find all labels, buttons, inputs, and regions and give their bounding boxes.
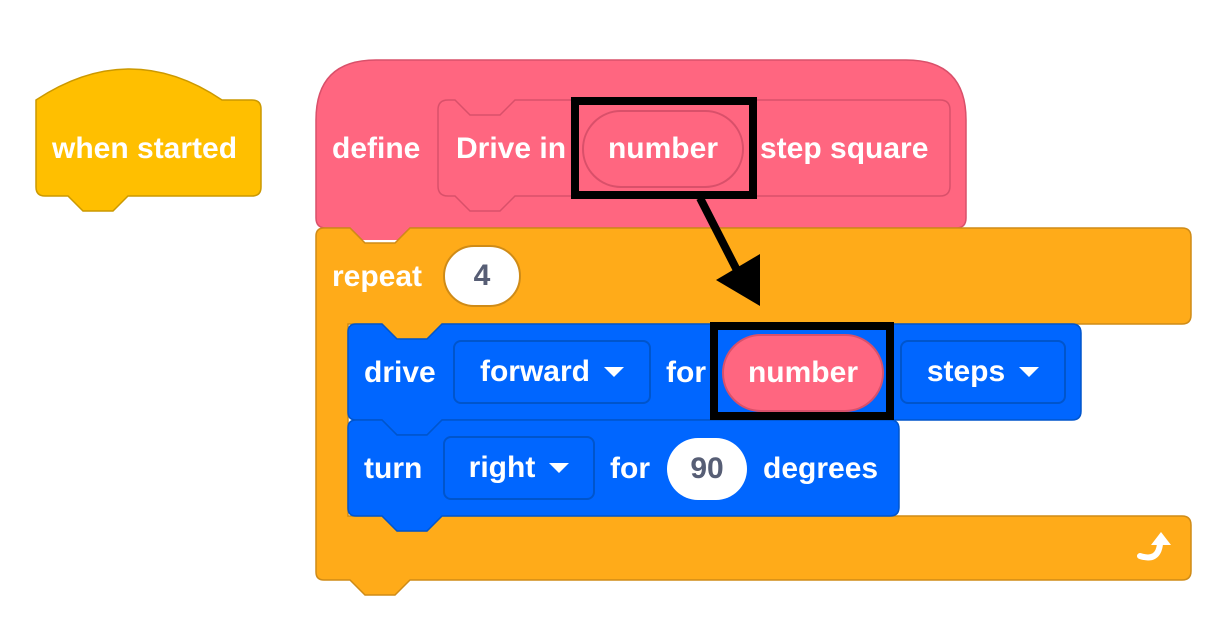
repeat-count-input[interactable]: 4 xyxy=(443,245,521,307)
turn-degrees-label: degrees xyxy=(763,452,879,485)
chevron-down-icon xyxy=(549,463,570,473)
highlight-box-define-param xyxy=(571,97,757,199)
chevron-down-icon xyxy=(1019,367,1040,377)
turn-degrees-input[interactable]: 90 xyxy=(667,438,747,500)
drive-unit-dropdown[interactable]: steps xyxy=(900,340,1066,404)
drive-direction-dropdown[interactable]: forward xyxy=(453,340,651,404)
turn-for-label: for xyxy=(610,452,650,485)
turn-degrees-value: 90 xyxy=(690,452,724,485)
turn-direction-value: right xyxy=(468,451,536,484)
repeat-label: repeat xyxy=(332,260,423,293)
highlight-box-drive-param xyxy=(710,322,894,420)
turn-label: turn xyxy=(364,452,423,485)
drive-for-label: for xyxy=(666,356,706,389)
when-started-hat-block[interactable]: when started xyxy=(0,0,300,230)
when-started-label: when started xyxy=(52,132,238,165)
drive-unit-value: steps xyxy=(926,355,1006,388)
repeat-count-value: 4 xyxy=(473,259,491,292)
chevron-down-icon xyxy=(604,367,624,377)
hat-block-shape xyxy=(35,68,262,212)
prototype-text-before: Drive in xyxy=(456,132,567,165)
define-keyword: define xyxy=(332,132,421,165)
drive-direction-value: forward xyxy=(479,355,590,388)
prototype-text-after: step square xyxy=(760,132,929,165)
turn-direction-dropdown[interactable]: right xyxy=(443,436,595,500)
loop-arrow-icon xyxy=(1137,532,1171,561)
drive-label: drive xyxy=(364,356,436,389)
